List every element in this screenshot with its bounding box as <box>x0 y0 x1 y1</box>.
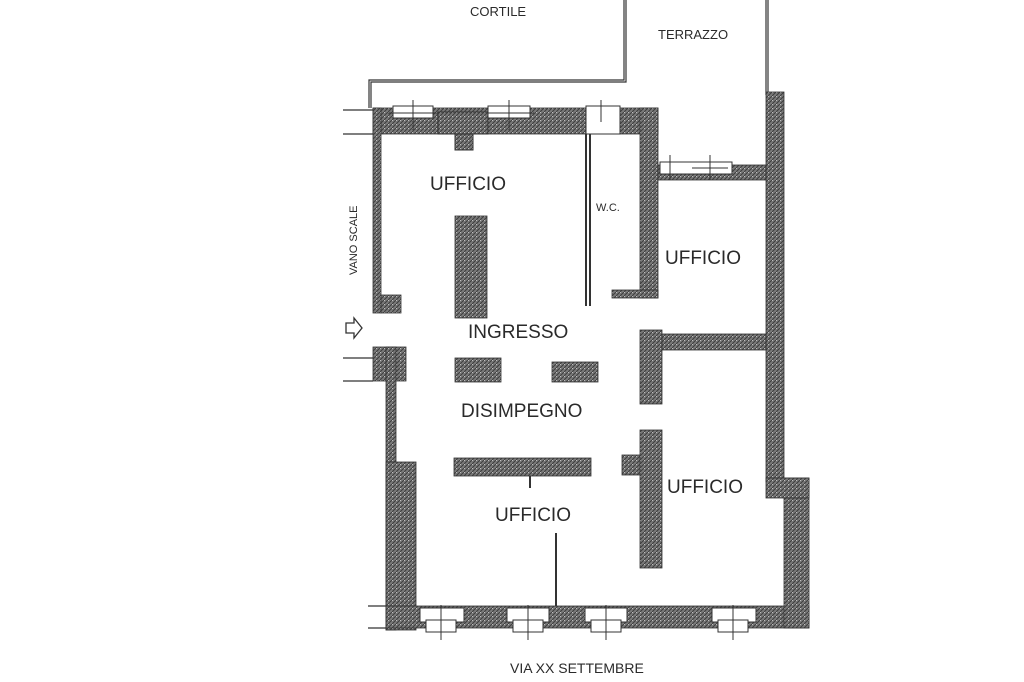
label-ufficio-right-bottom: UFFICIO <box>667 477 743 498</box>
label-cortile: CORTILE <box>470 4 526 19</box>
partition-lower-office <box>529 476 557 606</box>
label-disimpegno: DISIMPEGNO <box>461 401 582 422</box>
wc-partition <box>585 134 591 306</box>
label-ufficio-top-left: UFFICIO <box>430 174 506 195</box>
label-ufficio-bottom: UFFICIO <box>495 505 571 526</box>
entrance-arrow-icon <box>345 316 363 340</box>
bottom-windows <box>419 605 757 640</box>
terrace-window <box>659 155 733 180</box>
top-windows <box>388 100 621 135</box>
beam-disimpegno <box>453 457 592 477</box>
label-wc: W.C. <box>596 202 620 214</box>
label-terrazzo: TERRAZZO <box>658 27 728 42</box>
wall-partition-right <box>657 333 767 351</box>
pillar-ingresso-right <box>551 361 599 383</box>
label-ingresso: INGRESSO <box>468 322 568 343</box>
label-vano-scale: VANO SCALE <box>348 206 360 276</box>
courtyard-outline <box>368 0 627 108</box>
terrace-outline <box>765 0 769 95</box>
label-street: VIA XX SETTEMBRE <box>510 660 644 676</box>
top-wall-blocks <box>437 111 489 151</box>
wall-partition-lower <box>639 429 663 569</box>
pillar-ingresso-left <box>454 357 502 383</box>
wall-right <box>765 91 785 483</box>
stair-stubs <box>343 109 386 629</box>
label-ufficio-right-top: UFFICIO <box>665 248 741 269</box>
wall-wc-right <box>639 107 659 299</box>
wall-left-upper <box>372 107 382 314</box>
pillar-top-left <box>454 215 488 319</box>
